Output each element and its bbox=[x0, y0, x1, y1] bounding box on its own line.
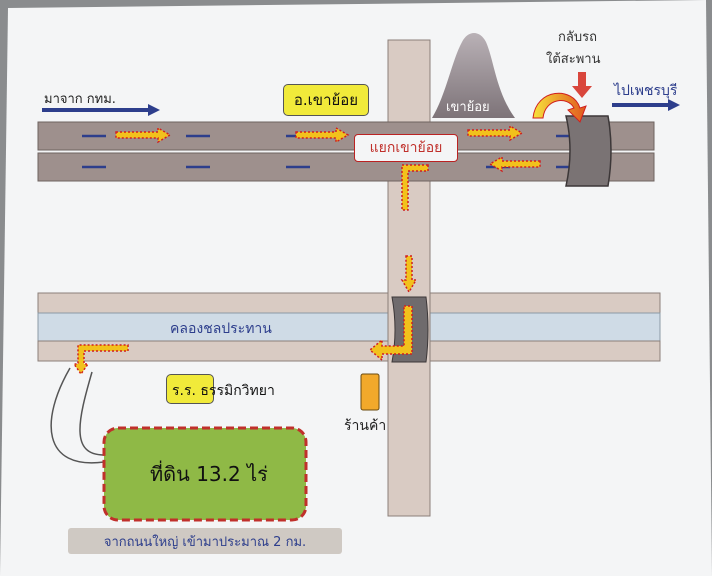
u-turn-label-line1: กลับรถ bbox=[558, 30, 597, 45]
irrigation-canal bbox=[37, 312, 661, 342]
route-arrow-south-2 bbox=[400, 255, 418, 294]
route-arrows bbox=[72, 124, 541, 376]
canal-label: คลองชลประทาน bbox=[170, 321, 272, 337]
canal-side-road-bottom bbox=[37, 340, 661, 362]
red-down-arrow bbox=[572, 72, 592, 98]
shop-marker bbox=[360, 373, 380, 411]
land-plot bbox=[102, 426, 308, 522]
from-bangkok-label: มาจาก กทม. bbox=[44, 92, 116, 107]
route-arrow-east-3 bbox=[467, 124, 524, 142]
overpass-bridge bbox=[565, 115, 612, 187]
route-arrow-east-2 bbox=[295, 126, 350, 144]
route-arrow-to-land bbox=[72, 344, 129, 376]
u-turn-label-line2: ใต้สะพาน bbox=[546, 52, 601, 67]
route-arrow-east-1 bbox=[115, 126, 172, 144]
shop-label: ร้านค้า bbox=[344, 418, 387, 434]
to-phetchaburi-label: ไปเพชรบุรี bbox=[614, 83, 678, 99]
intersection-label-text: แยกเขาย้อย bbox=[369, 140, 443, 156]
highway-lower-lane bbox=[37, 152, 655, 182]
route-arrow-west bbox=[488, 155, 541, 173]
canal-side-road-top bbox=[37, 292, 661, 314]
district-label: อ.เขาย้อย bbox=[283, 84, 369, 116]
to-phetchaburi-arrow bbox=[612, 99, 680, 111]
distance-note-text: จากถนนใหญ่ เข้ามาประมาณ 2 กม. bbox=[103, 534, 307, 550]
school-label-box bbox=[166, 374, 214, 404]
district-label-text: อ.เขาย้อย bbox=[293, 91, 359, 109]
mountain-shape bbox=[432, 33, 515, 118]
u-turn-arrow bbox=[532, 92, 587, 123]
intersection-label: แยกเขาย้อย bbox=[354, 134, 458, 162]
access-road bbox=[50, 367, 105, 464]
land-label: ที่ดิน 13.2 ไร่ bbox=[150, 462, 268, 486]
school-label: ร.ร. ธรรมิกวิทยา bbox=[172, 383, 275, 399]
route-arrow-canal bbox=[368, 305, 413, 362]
route-arrow-south-1 bbox=[401, 164, 429, 211]
distance-note: จากถนนใหญ่ เข้ามาประมาณ 2 กม. bbox=[68, 528, 342, 554]
from-bangkok-arrow bbox=[42, 104, 160, 116]
mountain-label: เขาย้อย bbox=[446, 100, 490, 115]
